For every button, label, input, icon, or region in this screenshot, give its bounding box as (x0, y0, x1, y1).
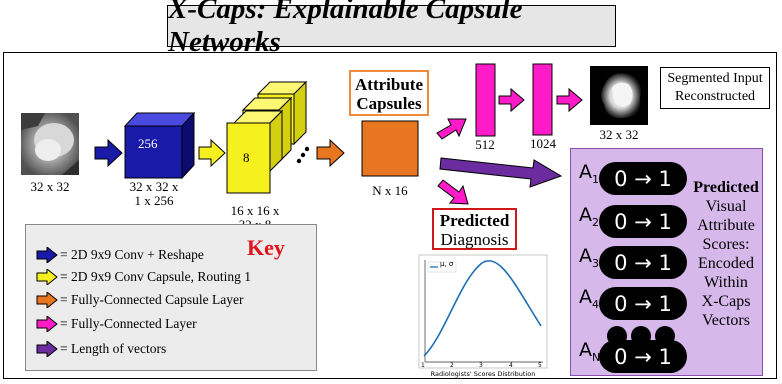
attribute-score-pill-4: 0 → 1 (599, 287, 687, 320)
attribute-panel: A1 0 → 1 A2 0 → 1 A3 0 → 1 A4 0 → 1 AN 0… (570, 148, 763, 376)
arrow-fc-capsule (316, 138, 345, 168)
fc-bar-512 (475, 63, 496, 137)
key-arrow-icon (36, 247, 58, 263)
key-entry: = Fully-Connected Capsule Layer (36, 292, 243, 308)
predicted-visual-line: Scores: (702, 236, 750, 253)
key-arrow-icon (36, 316, 58, 332)
key-title: Key (247, 235, 285, 260)
predicted-visual-line: Visual (705, 198, 747, 215)
attribute-letter: A (579, 286, 592, 308)
plot-x-tick: 4 (509, 362, 513, 369)
key-arrow-icon (36, 269, 58, 285)
capsule-size-line-1: 16 x 16 x (230, 203, 280, 218)
predicted-visual-scores: Predicted Visual Attribute Scores: Encod… (691, 178, 761, 330)
predicted-visual-line: Within (704, 274, 748, 291)
plot-x-tick: 1 (421, 362, 425, 369)
attribute-capsules-line-2: Capsules (356, 94, 422, 113)
arrow-conv-reshape (94, 138, 123, 168)
attribute-letter: A (579, 161, 592, 183)
attribute-score-text: 0 → 1 (614, 250, 672, 275)
attribute-capsules-line-1: Attribute (355, 75, 423, 94)
predicted-visual-line: Encoded (698, 255, 754, 272)
conv-size-line-1: 32 x 32 x (129, 179, 179, 194)
plot-legend-label: μ, σ (440, 260, 454, 268)
attribute-label-1: A1 (579, 161, 599, 186)
attribute-sub: 4 (592, 297, 599, 311)
attribute-sub: 2 (592, 215, 599, 229)
attribute-sub: 1 (592, 172, 599, 186)
reconstruction-size-label: 32 x 32 (599, 127, 639, 142)
conv-size-label: 32 x 32 x 1 x 256 (118, 180, 190, 208)
key-entry-text: = 2D 9x9 Conv + Reshape (60, 247, 204, 262)
arrow-conv-capsule (198, 138, 226, 168)
attribute-sub: N (592, 350, 601, 364)
attribute-score-text: 0 → 1 (614, 344, 672, 369)
conv-size-line-2: 1 x 256 (134, 193, 174, 208)
capsule-cubes (226, 80, 310, 194)
attribute-label-4: A4 (579, 286, 599, 311)
key-legend: Key = 2D 9x9 Conv + Reshape = 2D 9x9 Con… (25, 224, 317, 371)
key-entry-text: = 2D 9x9 Conv Capsule, Routing 1 (60, 269, 251, 284)
key-arrow-icon (36, 292, 58, 308)
predicted-visual-line: Vectors (702, 312, 750, 329)
conv-cube (123, 111, 196, 180)
diagnosis-plot (418, 254, 548, 369)
plot-x-label: Radiologists' Scores Distribution (430, 370, 536, 378)
predicted-diagnosis-bold: Predicted (439, 211, 510, 230)
reconstruction-title: Segmented Input Reconstructed (660, 67, 770, 109)
diagram-frame (3, 52, 777, 379)
attribute-score-pill-n: 0 → 1 (599, 340, 687, 373)
reconstructed-image (590, 66, 648, 125)
key-entry: = Length of vectors (36, 341, 166, 357)
key-entry-text: = Fully-Connected Layer (60, 316, 197, 331)
arrow-fc-1024 (498, 87, 525, 113)
key-entry: = 2D 9x9 Conv Capsule, Routing 1 (36, 269, 251, 285)
conv-cube-value: 256 (138, 136, 158, 151)
input-size-label: 32 x 32 (30, 179, 70, 194)
input-image (21, 113, 79, 175)
plot-x-tick: 2 (450, 362, 454, 369)
attribute-capsules-title: Attribute Capsules (349, 70, 429, 116)
fc-bar-1024 (532, 63, 553, 136)
attribute-label-3: A3 (579, 245, 599, 270)
attribute-score-pill-3: 0 → 1 (599, 246, 687, 279)
plot-x-tick: 3 (479, 362, 483, 369)
predicted-visual-line: X-Caps (701, 293, 751, 310)
attribute-letter: A (579, 339, 592, 361)
attribute-sub: 3 (592, 256, 599, 270)
predicted-diagnosis-title: Predicted Diagnosis (432, 208, 517, 250)
attribute-score-text: 0 → 1 (614, 209, 672, 234)
attribute-letter: A (579, 245, 592, 267)
attribute-score-text: 0 → 1 (614, 291, 672, 316)
fc-512-label: 512 (475, 137, 495, 152)
key-entry: = 2D 9x9 Conv + Reshape (36, 247, 204, 263)
arrow-to-diagnosis (437, 179, 469, 205)
attribute-capsule-square (361, 120, 419, 177)
arrow-reconstruct (556, 87, 583, 113)
attribute-score-pill-2: 0 → 1 (599, 205, 687, 238)
fc-1024-label: 1024 (530, 136, 556, 151)
key-entry: = Fully-Connected Layer (36, 316, 197, 332)
key-arrow-icon (36, 341, 58, 357)
predicted-diagnosis-rest: Diagnosis (440, 230, 509, 249)
attribute-capsules-size-label: N x 16 (372, 183, 408, 198)
key-entry-text: = Length of vectors (60, 341, 167, 356)
capsule-cube-value: 8 (243, 150, 250, 165)
attribute-label-2: A2 (579, 204, 599, 229)
plot-x-tick: 5 (538, 362, 542, 369)
attribute-label-n: AN (579, 339, 600, 364)
reconstruction-title-line-1: Segmented Input (667, 71, 763, 86)
attribute-score-text: 0 → 1 (614, 166, 672, 191)
reconstruction-title-line-2: Reconstructed (674, 89, 756, 104)
predicted-visual-title: Predicted (693, 179, 759, 196)
arrow-length-of-vectors (439, 157, 563, 188)
arrow-to-fc-512 (436, 118, 467, 140)
attribute-letter: A (579, 204, 592, 226)
predicted-visual-line: Attribute (697, 217, 755, 234)
attribute-score-pill-1: 0 → 1 (599, 162, 687, 195)
key-entry-text: = Fully-Connected Capsule Layer (60, 292, 244, 307)
